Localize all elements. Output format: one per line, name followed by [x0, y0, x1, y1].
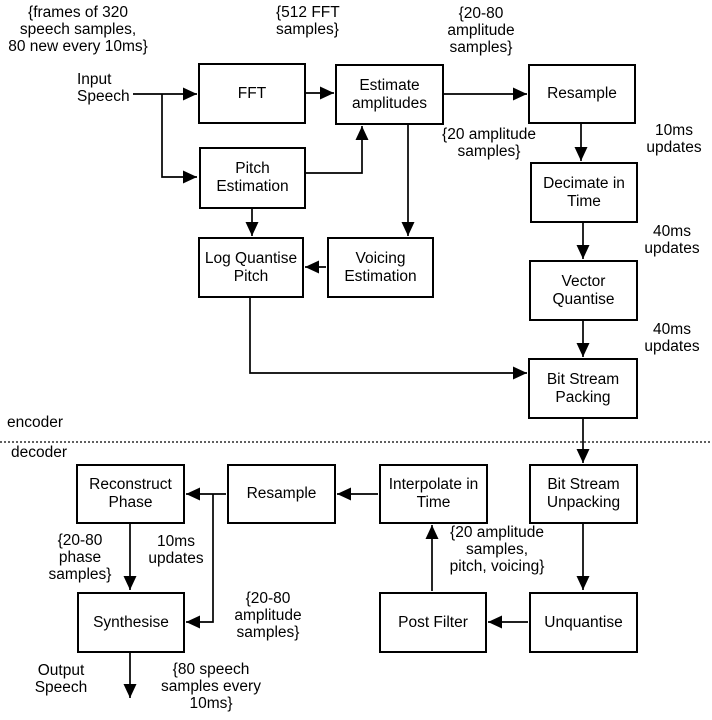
- block-post-filter: Post Filter: [379, 592, 487, 653]
- annotation-40ms-updates-1: 40ms updates: [644, 223, 700, 257]
- annotation-amplitude-20-80-bottom: {20-80 amplitude samples}: [234, 590, 302, 641]
- annotation-10ms-updates-encoder: 10ms updates: [646, 122, 702, 156]
- input-speech-label: Input Speech: [77, 71, 130, 105]
- block-reconstruct-phase-label: Reconstruct Phase: [89, 476, 172, 511]
- annotation-80-speech-samples: {80 speech samples every 10ms}: [161, 661, 261, 712]
- block-synthesise-label: Synthesise: [93, 613, 169, 631]
- block-vector-quantise: Vector Quantise: [529, 260, 638, 321]
- block-resample-decoder-label: Resample: [246, 485, 317, 502]
- output-speech-label: Output Speech: [34, 662, 88, 696]
- block-bit-stream-packing: Bit Stream Packing: [528, 358, 638, 419]
- annotation-40ms-updates-2: 40ms updates: [644, 321, 700, 355]
- block-log-quantise-pitch-label: Log Quantise Pitch: [204, 249, 298, 285]
- block-estimate-amplitudes-label: Estimate amplitudes: [352, 76, 427, 112]
- arrow-input-to-pitch-estimation: [161, 94, 197, 184]
- block-bit-stream-unpacking-label: Bit Stream Unpacking: [546, 476, 621, 511]
- block-bit-stream-unpacking: Bit Stream Unpacking: [529, 464, 638, 524]
- block-synthesise: Synthesise: [77, 592, 185, 653]
- block-log-quantise-pitch: Log Quantise Pitch: [198, 237, 304, 298]
- annotation-input-frames: {frames of 320 speech samples, 80 new ev…: [8, 4, 148, 55]
- encoder-section-label: encoder: [7, 414, 64, 431]
- block-pitch-estimation: Pitch Estimation: [199, 147, 306, 209]
- block-bit-stream-packing-label: Bit Stream Packing: [546, 370, 620, 406]
- decoder-section-label: decoder: [11, 444, 68, 461]
- block-post-filter-label: Post Filter: [398, 613, 468, 631]
- block-voicing-estimation-label: Voicing Estimation: [344, 249, 417, 285]
- arrow-pitch-to-estimate-amplitudes: [306, 126, 369, 174]
- block-fft-label: FFT: [237, 84, 267, 102]
- block-vector-quantise-label: Vector Quantise: [552, 272, 615, 308]
- block-reconstruct-phase: Reconstruct Phase: [76, 464, 185, 524]
- annotation-amplitude-pitch-voicing: {20 amplitude samples, pitch, voicing}: [449, 524, 545, 575]
- block-pitch-estimation-label: Pitch Estimation: [216, 160, 289, 195]
- block-decimate-in-time: Decimate in Time: [530, 162, 638, 223]
- block-interpolate-in-time: Interpolate in Time: [379, 464, 488, 524]
- annotation-phase-20-80: {20-80 phase samples}: [48, 532, 112, 583]
- block-resample-encoder-label: Resample: [547, 85, 617, 102]
- annotation-amplitude-20-80-top: {20-80 amplitude samples}: [447, 5, 515, 56]
- block-decimate-in-time-label: Decimate in Time: [543, 174, 625, 210]
- block-unquantise-label: Unquantise: [544, 613, 623, 631]
- block-voicing-estimation: Voicing Estimation: [327, 237, 434, 298]
- block-resample-encoder: Resample: [528, 64, 636, 124]
- arrow-log-quantise-to-packing: [249, 298, 527, 380]
- annotation-20-amplitude-samples: {20 amplitude samples}: [442, 126, 536, 160]
- block-interpolate-in-time-label: Interpolate in Time: [388, 476, 479, 511]
- block-unquantise: Unquantise: [529, 592, 638, 653]
- block-resample-decoder: Resample: [227, 464, 336, 524]
- arrow-resample-dec-to-synthesise: [186, 494, 214, 629]
- annotation-10ms-updates-decoder: 10ms updates: [148, 533, 204, 567]
- annotation-fft-samples: {512 FFT samples}: [276, 4, 340, 38]
- block-fft: FFT: [198, 63, 306, 124]
- block-estimate-amplitudes: Estimate amplitudes: [335, 64, 444, 125]
